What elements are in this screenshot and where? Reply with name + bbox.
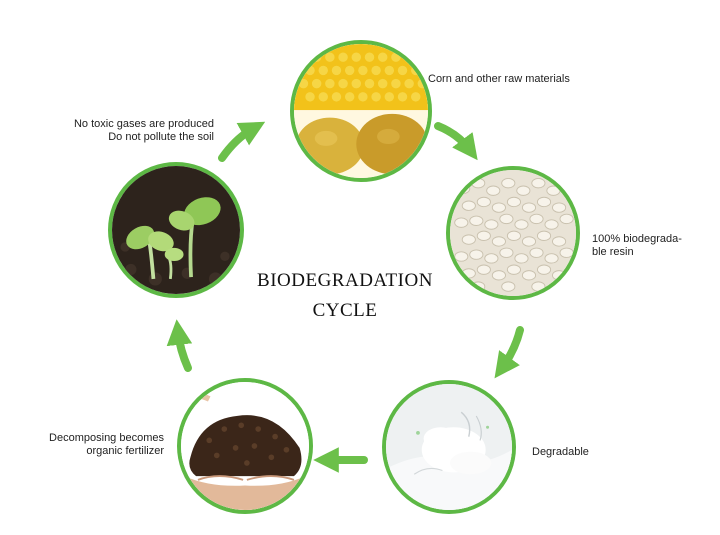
step-label-raw-materials: Corn and other raw materials bbox=[428, 73, 570, 86]
diagram-title: BIODEGRADATION CYCLE bbox=[240, 266, 450, 326]
label-line: Corn and other raw materials bbox=[428, 73, 570, 85]
label-line: Decomposing becomes bbox=[49, 432, 164, 444]
step-label-resin: 100% biodegrada- ble resin bbox=[592, 233, 682, 259]
title-line-1: BIODEGRADATION bbox=[257, 270, 433, 291]
resin-pellets-image bbox=[446, 166, 580, 300]
label-line: Degradable bbox=[532, 446, 589, 458]
seedlings-image bbox=[108, 162, 244, 298]
corn-potato-image bbox=[290, 40, 432, 182]
label-line: No toxic gases are produced bbox=[73, 118, 214, 130]
step-label-degradable: Degradable bbox=[532, 446, 589, 459]
arrow-corn-to-resin bbox=[434, 122, 478, 161]
step-label-soil: No toxic gases are produced Do not pollu… bbox=[74, 118, 214, 144]
step-label-fertilizer: Decomposing becomes organic fertilizer bbox=[49, 432, 164, 458]
soil-in-hands-image bbox=[177, 378, 313, 514]
label-line: organic fertilizer bbox=[86, 445, 164, 457]
title-line-2: CYCLE bbox=[312, 300, 378, 321]
label-line: ble resin bbox=[592, 246, 634, 258]
arrow-seedlings-to-corn bbox=[218, 121, 266, 162]
label-line: 100% biodegrada- bbox=[592, 233, 682, 245]
arrow-resin-to-degradable bbox=[494, 326, 524, 379]
degradable-powder-image bbox=[382, 380, 516, 514]
label-line: Do not pollute the soil bbox=[108, 131, 214, 143]
arrow-soil-to-seedlings bbox=[166, 319, 193, 372]
